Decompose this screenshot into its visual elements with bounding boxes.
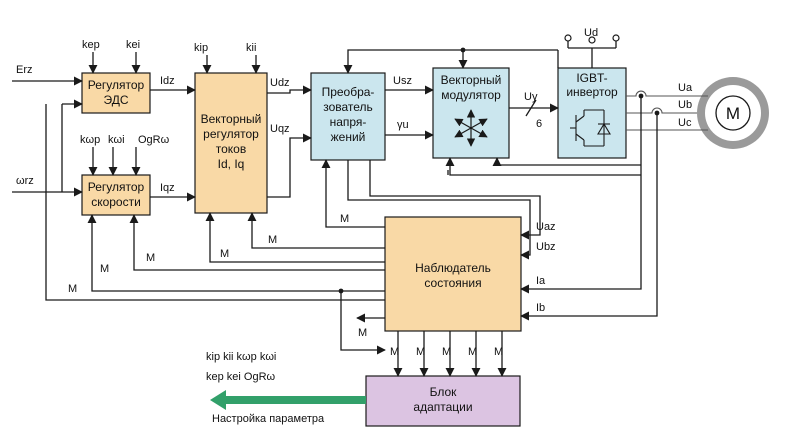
ubz-label: Ubz: [536, 241, 556, 253]
observer-block: Наблюдатель состояния: [384, 216, 522, 332]
usz-label: Usz: [393, 75, 412, 87]
igbt-inverter-block: IGBT- инвертор: [557, 67, 627, 159]
tuning-label: Настройка параметра: [212, 413, 325, 425]
ua-label: Ua: [678, 82, 693, 94]
m-label-current-2: M: [220, 248, 229, 260]
current-regulator-label-1: Векторный: [201, 112, 262, 126]
ib-label: Ib: [536, 302, 545, 314]
m-label-adapt-5: M: [494, 346, 503, 358]
adaptation-block: Блок адаптации: [365, 375, 521, 427]
kwi-label: kωi: [108, 134, 125, 146]
observer-wires: [45, 104, 641, 377]
ia-label: Ia: [536, 275, 546, 287]
idz-label: Idz: [160, 75, 175, 87]
input-wires: [12, 52, 261, 197]
vector-modulator-label-1: Векторный: [441, 73, 502, 87]
udz-label: Udz: [270, 77, 290, 89]
current-regulator-label-3: токов: [216, 142, 246, 156]
voltage-converter-label-4: жений: [331, 130, 366, 144]
kep-label: kep: [82, 39, 100, 51]
vector-star-icon: [454, 109, 488, 147]
erz-label: Erz: [16, 64, 33, 76]
speed-regulator-block: Регулятор скорости: [81, 174, 151, 216]
ogrw-label: OgRω: [138, 134, 170, 146]
param-legend-row-2: kep kei OgRω: [206, 371, 276, 383]
uc-label: Uc: [678, 117, 692, 129]
param-legend-row-1: kip kii kωp kωi: [206, 351, 276, 363]
igbt-switch-icon: [570, 109, 611, 147]
ub-label: Ub: [678, 99, 692, 111]
m-label-adapt-4: M: [468, 346, 477, 358]
m-label-adapt-1: M: [390, 346, 399, 358]
gamma-label: γu: [397, 119, 409, 131]
tuning-arrow: [210, 390, 366, 410]
kei-label: kei: [126, 39, 140, 51]
iqz-label: Iqz: [160, 182, 175, 194]
uqz-label: Uqz: [270, 123, 290, 135]
kwp-label: kωp: [80, 134, 100, 146]
m-label-observer-out: M: [358, 327, 367, 339]
m-label-speed-1: M: [146, 252, 155, 264]
uaz-label: Uaz: [536, 221, 556, 233]
current-regulator-label-2: регулятор: [203, 127, 259, 141]
uy-label: Uy: [524, 91, 538, 103]
observer-label-1: Наблюдатель: [415, 261, 491, 275]
voltage-converter-block: Преобра- зователь напря- жений: [310, 72, 386, 161]
emf-regulator-block: Регулятор ЭДС: [81, 72, 151, 114]
signal-labels: Erz ωrz kep kei kip kii kωp kωi OgRω Idz…: [16, 27, 693, 425]
kip-label: kip: [194, 42, 208, 54]
igbt-inverter-label-2: инвертор: [566, 85, 618, 99]
igbt-inverter-label-1: IGBT-: [576, 71, 607, 85]
forward-wires: [150, 34, 620, 202]
current-regulator-block: Векторный регулятор токов Id, Iq: [194, 72, 268, 214]
motor-label: M: [726, 104, 740, 123]
bus-width-label: 6: [536, 118, 542, 130]
m-label-current-1: M: [268, 234, 277, 246]
kii-label: kii: [246, 42, 256, 54]
voltage-converter-label-2: зователь: [323, 100, 373, 114]
m-label-adapt-3: M: [442, 346, 451, 358]
speed-regulator-label-1: Регулятор: [88, 180, 145, 194]
adaptation-label-2: адаптации: [413, 400, 472, 414]
feedback-wires: [343, 47, 559, 74]
vector-modulator-block: Векторный модулятор: [432, 67, 510, 159]
m-label-converter: M: [340, 213, 349, 225]
current-regulator-label-4: Id, Iq: [218, 157, 245, 171]
m-label-emf: M: [68, 283, 77, 295]
wrz-label: ωrz: [16, 175, 34, 187]
m-label-adapt-2: M: [416, 346, 425, 358]
phase-wires: [520, 90, 708, 321]
emf-regulator-label-2: ЭДС: [103, 93, 128, 107]
voltage-converter-label-1: Преобра-: [322, 85, 375, 99]
m-label-speed-2: M: [100, 263, 109, 275]
motor: M: [697, 77, 769, 149]
voltage-converter-label-3: напря-: [330, 115, 367, 129]
adaptation-label-1: Блок: [430, 385, 458, 399]
speed-regulator-label-2: скорости: [91, 195, 141, 209]
vector-modulator-label-2: модулятор: [441, 88, 501, 102]
ud-label: Ud: [584, 27, 598, 39]
emf-regulator-label-1: Регулятор: [88, 78, 145, 92]
observer-label-2: состояния: [424, 276, 481, 290]
